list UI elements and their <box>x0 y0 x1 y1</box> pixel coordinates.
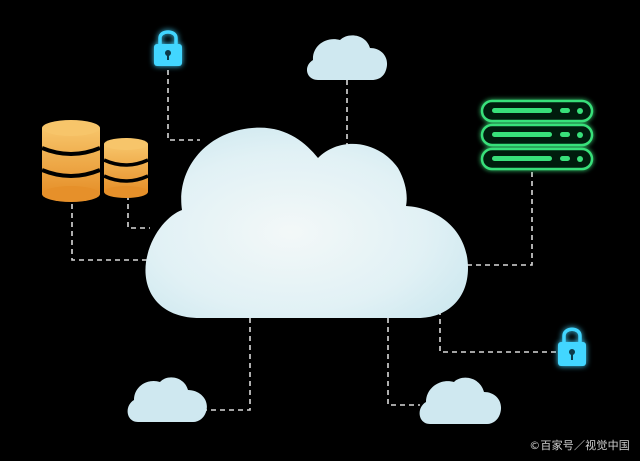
database-icon-large <box>41 120 101 202</box>
lock-icon-right <box>558 327 586 366</box>
server-rack-icon <box>480 99 594 171</box>
connector-cloud-bottom-left <box>205 318 251 411</box>
connector-database-right <box>127 195 150 229</box>
connector-lock-right <box>439 310 560 353</box>
main-cloud-icon <box>145 127 469 318</box>
connector-lock-top <box>167 70 200 141</box>
database-icon-small <box>103 138 149 198</box>
connector-server <box>465 172 533 266</box>
cloud-icon-bottom-right <box>419 377 502 424</box>
cloud-icon-top <box>306 35 388 80</box>
connector-database-left <box>71 195 150 261</box>
connector-cloud-bottom-right <box>387 318 420 406</box>
lock-icon-top <box>154 30 182 66</box>
watermark-text: ©百家号／视觉中国 <box>529 439 630 452</box>
cloud-icon-bottom-left <box>127 377 207 422</box>
